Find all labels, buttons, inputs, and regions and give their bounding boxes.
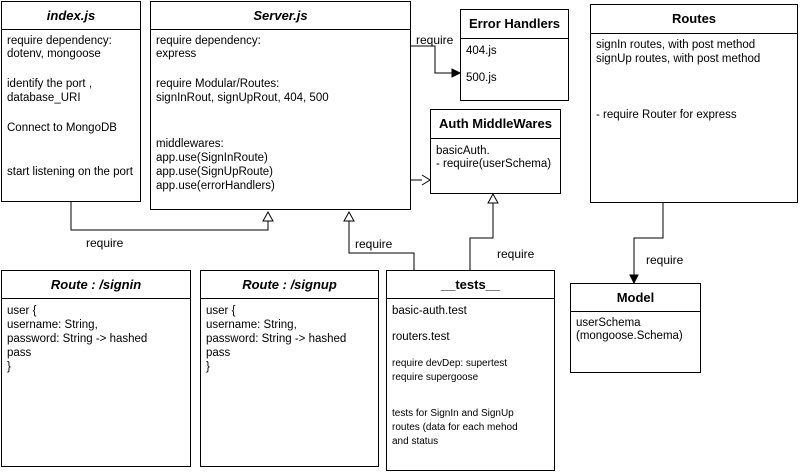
server-js-title: Server.js (151, 2, 410, 30)
box-line: routers.test (392, 331, 450, 343)
box-line: password: String -> hashed (7, 333, 148, 345)
index-js-title: index.js (2, 2, 140, 30)
server-to-errors-arrowhead (451, 68, 462, 78)
box-line: pass (7, 347, 32, 359)
box-line: signUp routes, with post method (596, 53, 761, 65)
box-line: basicAuth. (436, 145, 490, 157)
server-to-errors-label: require (416, 33, 454, 47)
tests-to-server-arrowhead (343, 210, 355, 222)
box-line: middlewares: (156, 138, 224, 150)
index-to-server-arrowhead (262, 210, 274, 222)
model-title: Model (571, 284, 700, 312)
box-line: start listening on the port (7, 166, 133, 178)
box-line: - require Router for express (596, 109, 737, 121)
auth-middlewares-box: Auth MiddleWares basicAuth. - require(us… (430, 109, 561, 194)
tests-to-auth-label: require (497, 247, 535, 261)
model-box: Model userSchema (mongoose.Schema) (570, 283, 701, 373)
server-js-box: Server.js require dependency: express re… (150, 1, 411, 210)
box-line: Connect to MongoDB (7, 122, 117, 134)
server-to-errors-connector (411, 45, 452, 74)
box-line: - require(userSchema) (436, 158, 552, 170)
box-line: username: String, (7, 319, 98, 331)
box-line: require supergoose (392, 372, 479, 383)
tests-to-auth-connector (469, 203, 494, 270)
box-line: require dependency: (7, 35, 112, 47)
box-line: (mongoose.Schema) (576, 330, 683, 342)
box-line: database_URI (7, 92, 81, 104)
box-line: basic-auth.test (392, 305, 467, 317)
error-handlers-box: Error Handlers 404.js 500.js (460, 9, 569, 101)
route-signin-title: Route : /signin (2, 271, 190, 299)
route-signin-box: Route : /signin user { username: String,… (1, 270, 191, 467)
route-signup-title: Route : /signup (201, 271, 378, 299)
box-line: app.use(SignInRoute) (156, 152, 268, 164)
auth-middlewares-title: Auth MiddleWares (431, 110, 560, 139)
tests-to-auth-arrowhead (487, 192, 499, 204)
box-line: user { (206, 305, 236, 317)
box-line: app.use(errorHandlers) (156, 180, 275, 192)
box-line: 500.js (466, 72, 497, 84)
routes-to-model-label: require (646, 253, 684, 267)
box-line: app.use(SignUpRoute) (156, 166, 273, 178)
box-line: 404.js (466, 45, 497, 57)
index-js-box: index.js require dependency: dotenv, mon… (1, 1, 141, 202)
tests-to-server-label: require (355, 237, 393, 251)
box-line: username: String, (206, 319, 297, 331)
box-line: require dependency: (156, 35, 261, 47)
routes-to-model-arrowhead (629, 274, 639, 285)
route-signup-box: Route : /signup user { username: String,… (200, 270, 379, 467)
tests-title: __tests__ (387, 271, 554, 299)
box-line: and status (392, 436, 439, 447)
box-line: signIn routes, with post method (596, 39, 756, 51)
box-line: require devDep: supertest (392, 358, 508, 369)
box-line: } (206, 361, 210, 373)
tests-box: __tests__ basic-auth.test routers.test r… (386, 270, 555, 471)
box-line: dotenv, mongoose (7, 48, 101, 60)
index-to-server-label: require (86, 236, 124, 250)
box-line: user { (7, 305, 37, 317)
box-line: } (7, 361, 11, 373)
routes-box: Routes signIn routes, with post method s… (590, 4, 798, 203)
index-to-server-connector (70, 202, 269, 231)
box-line: require Modular/Routes: (156, 78, 280, 90)
box-line: password: String -> hashed (206, 333, 347, 345)
tests-to-server-connector (348, 221, 415, 270)
box-line: identify the port , (7, 78, 93, 90)
box-line: signInRout, signUpRout, 404, 500 (156, 92, 329, 104)
box-line: routes (data for each mehod (392, 422, 518, 433)
box-line: userSchema (576, 317, 641, 329)
routes-to-model-connector (633, 203, 664, 275)
box-line: express (156, 48, 197, 60)
box-line: pass (206, 347, 231, 359)
routes-title: Routes (591, 5, 797, 34)
error-handlers-title: Error Handlers (461, 10, 568, 39)
box-line: tests for SignIn and SignUp (392, 408, 514, 419)
server-to-auth-arrowhead (421, 174, 431, 186)
